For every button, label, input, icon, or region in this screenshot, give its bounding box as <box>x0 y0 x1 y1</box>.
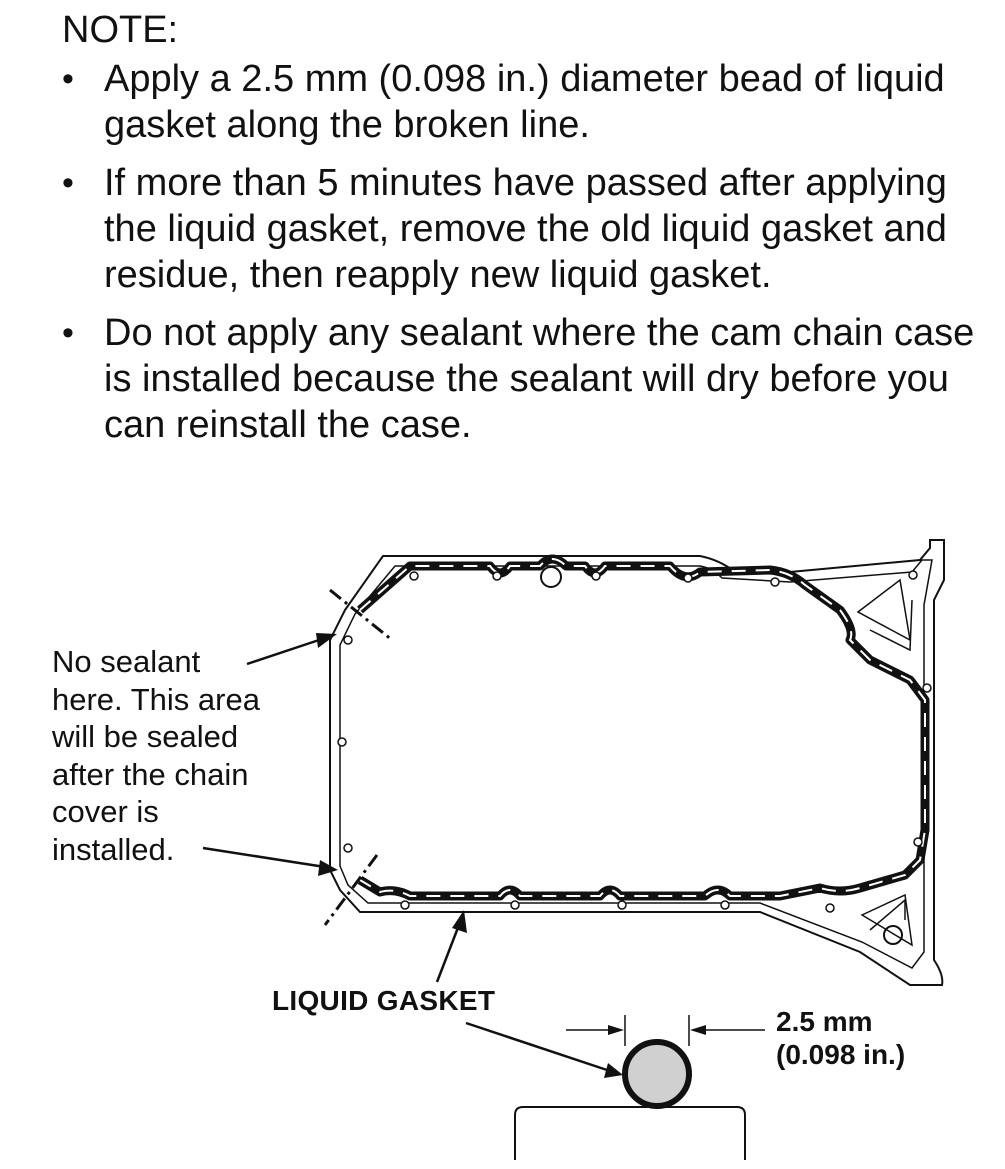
bolt-hole <box>825 903 835 913</box>
note-bullet-text: Apply a 2.5 mm (0.098 in.) diameter bead… <box>104 58 945 146</box>
corner-rib <box>869 898 906 931</box>
bolt-hole <box>883 925 903 945</box>
corner-rib <box>856 578 911 642</box>
dimension-imperial: (0.098 in.) <box>776 1039 906 1070</box>
arrow-head-icon <box>318 860 338 876</box>
bolt-hole <box>343 635 353 645</box>
bead-dimension-label: 2.5 mm (0.098 in.) <box>776 1005 905 1071</box>
oil-pan-flange-outline <box>329 539 945 986</box>
note-bullet-text: If more than 5 minutes have passed after… <box>104 162 947 296</box>
arrow-head-icon <box>604 1063 623 1078</box>
note-bullet-text: Do not apply any sealant where the cam c… <box>104 312 975 446</box>
corner-rib <box>860 893 913 947</box>
note-bullet-1: • Apply a 2.5 mm (0.098 in.) diameter be… <box>62 56 992 148</box>
bullet-icon: • <box>62 60 74 98</box>
cut-line-top <box>329 588 393 642</box>
bolt-hole <box>683 573 693 583</box>
bullet-icon: • <box>62 314 74 352</box>
note-bullet-3: • Do not apply any sealant where the cam… <box>62 310 992 448</box>
bolt-hole <box>343 843 353 853</box>
bolt-hole <box>337 737 347 747</box>
callout-line: installed. <box>52 831 175 867</box>
callout-line: No sealant <box>52 644 201 679</box>
bead-cross-section <box>622 1039 692 1109</box>
callout-line: after the chain <box>52 756 249 792</box>
bolt-hole <box>617 900 627 910</box>
bolt-hole <box>409 571 419 581</box>
bullet-icon: • <box>62 164 74 202</box>
leader-arrow-bottom <box>202 846 326 869</box>
no-sealant-callout: No sealant here. This area will be seale… <box>52 643 322 868</box>
bolt-hole <box>922 683 932 693</box>
arrow-head-icon <box>452 910 467 933</box>
leader-arrow-bead <box>465 1021 611 1073</box>
bolt-hole <box>400 900 410 910</box>
liquid-gasket-bead-inner <box>359 558 926 897</box>
bolt-hole <box>908 570 918 580</box>
liquid-gasket-label: LIQUID GASKET <box>272 985 496 1016</box>
note-bullet-2: • If more than 5 minutes have passed aft… <box>62 160 992 298</box>
bolt-hole <box>720 900 730 910</box>
bolt-hole <box>492 571 502 581</box>
arrow-head-icon <box>608 1025 624 1035</box>
note-block: NOTE: • Apply a 2.5 mm (0.098 in.) diame… <box>62 8 992 460</box>
note-title: NOTE: <box>62 9 179 51</box>
leader-arrow-gasket <box>435 924 461 983</box>
leader-arrow-top <box>246 636 326 666</box>
arrow-head-icon <box>690 1025 706 1035</box>
surface-profile <box>514 1106 746 1160</box>
callout-line: here. This area <box>52 681 260 717</box>
bolt-hole <box>770 577 780 587</box>
bolt-hole <box>591 571 601 581</box>
bolt-hole <box>540 566 562 588</box>
liquid-gasket-bead <box>357 554 930 901</box>
corner-rib <box>869 599 913 652</box>
callout-line: cover is <box>52 794 159 829</box>
dimension-metric: 2.5 mm <box>776 1006 873 1037</box>
bolt-hole <box>510 900 520 910</box>
bolt-hole <box>913 837 923 847</box>
callout-line: will be sealed <box>52 719 239 754</box>
arrow-head-icon <box>316 633 337 648</box>
